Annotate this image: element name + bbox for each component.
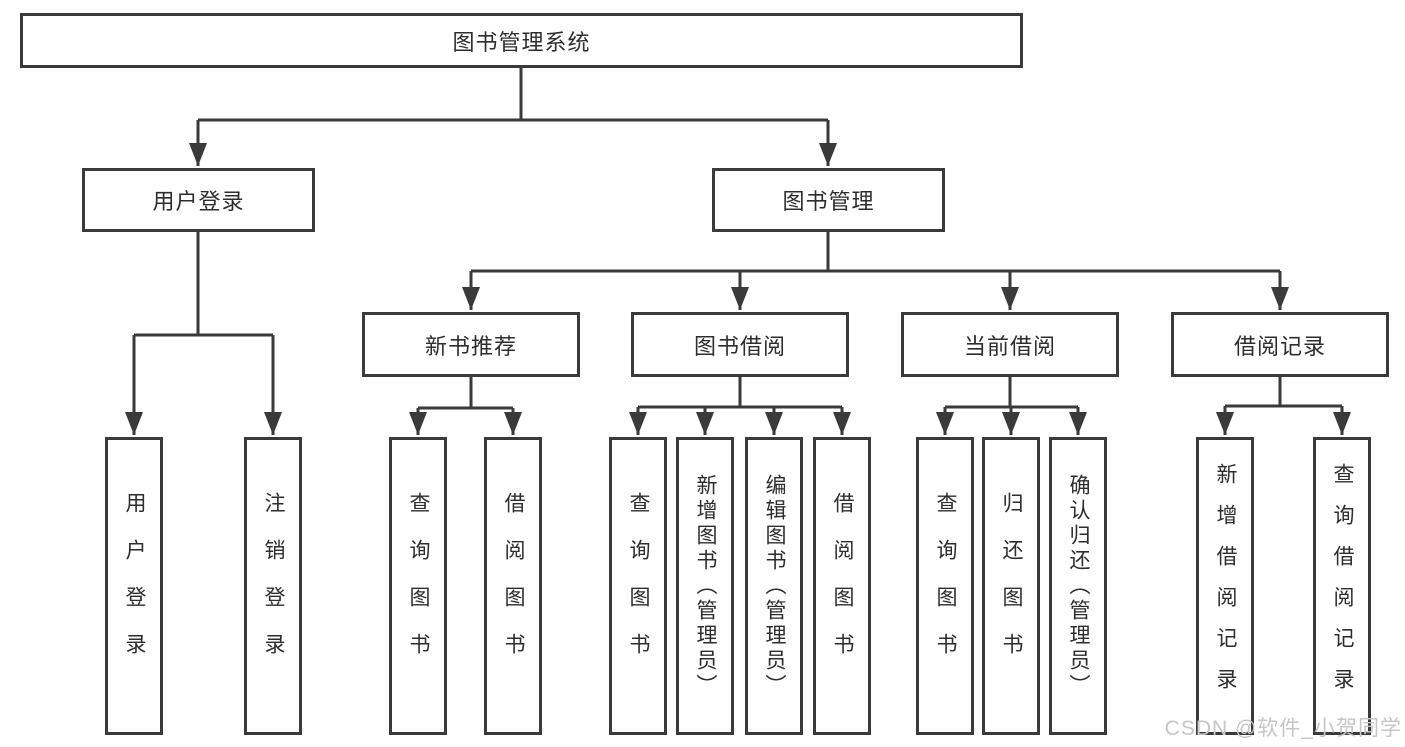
leaf-borrow-book: 借阅图书 — [813, 437, 871, 735]
node-borrow-record: 借阅记录 — [1171, 312, 1389, 377]
node-book-borrow: 图书借阅 — [631, 312, 849, 377]
leaf-user-login: 用户登录 — [105, 437, 163, 735]
leaf-query-book-recommend: 查询图书 — [389, 437, 447, 735]
leaf-return-book: 归还图书 — [982, 437, 1040, 735]
csdn-watermark: CSDN @软件_小贺同学 — [1164, 717, 1402, 740]
leaf-edit-book-admin: 编辑图书（管理员） — [745, 437, 803, 735]
node-current-borrow: 当前借阅 — [901, 312, 1119, 377]
leaf-query-book-current: 查询图书 — [916, 437, 974, 735]
leaf-logout: 注销登录 — [244, 437, 302, 735]
leaf-query-book-borrow: 查询图书 — [609, 437, 667, 735]
leaf-confirm-return-admin: 确认归还（管理员） — [1049, 437, 1107, 735]
node-new-book-recommend: 新书推荐 — [362, 312, 580, 377]
node-user-login: 用户登录 — [82, 168, 315, 232]
node-book-management: 图书管理 — [712, 168, 945, 232]
leaf-query-borrow-record: 查询借阅记录 — [1313, 437, 1371, 735]
node-root: 图书管理系统 — [20, 13, 1023, 68]
leaf-add-borrow-record: 新增借阅记录 — [1196, 437, 1254, 735]
leaf-add-book-admin: 新增图书（管理员） — [676, 437, 734, 735]
leaf-borrow-book-recommend: 借阅图书 — [484, 437, 542, 735]
